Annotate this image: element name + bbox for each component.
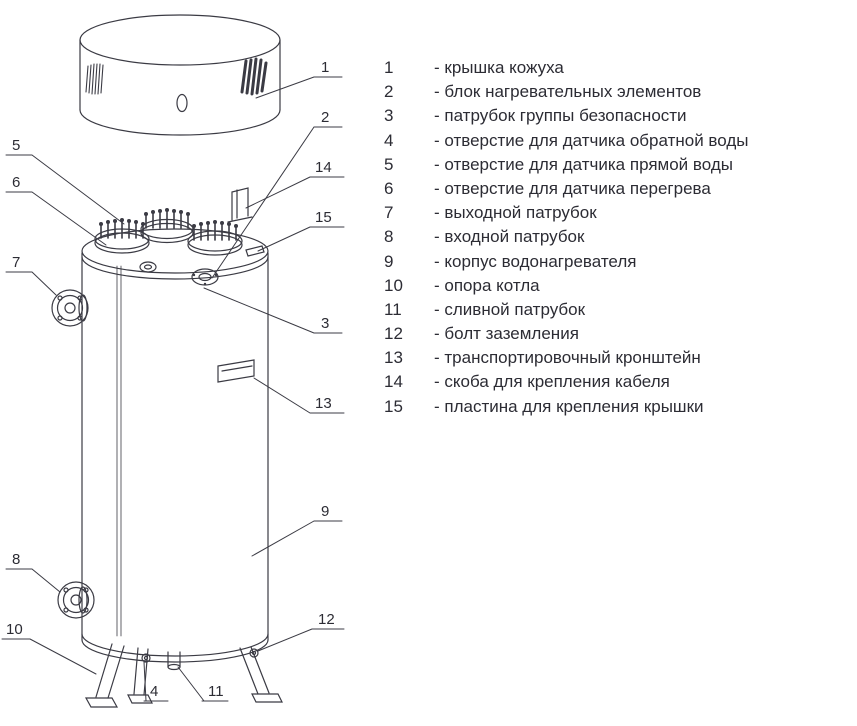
legend-item: 13 - транспортировочный кронштейн (384, 347, 849, 371)
legend-item: 4 - отверстие для датчика обратной воды (384, 130, 849, 154)
inlet-pipe-flange (57, 581, 95, 619)
legend-item-number: 4 (384, 130, 394, 150)
transport-bracket (217, 359, 255, 383)
legend-item-label: - пластина для крепления крышки (434, 396, 704, 416)
legend-item-number: 5 (384, 154, 394, 174)
callout-12: 12 (257, 611, 345, 652)
callout-10: 10 (1, 621, 97, 675)
callout-5: 5 (5, 137, 125, 225)
legend-item-label: - корпус водонагревателя (434, 251, 637, 271)
callout-13: 13 (253, 377, 345, 414)
cover-vent-left (85, 63, 104, 95)
callout-15: 15 (257, 209, 345, 252)
legend-item-label: - опора котла (434, 275, 540, 295)
legend-item: 8 - входной патрубок (384, 226, 849, 250)
ground-bolt (249, 648, 259, 658)
legend-item-label: - патрубок группы безопасности (434, 106, 687, 126)
cable-clip (227, 187, 253, 223)
callout-label-8: 8 (12, 551, 20, 568)
legend-item: 14 - скоба для крепления кабеля (384, 371, 849, 395)
legend-item-label: - крышка кожуха (434, 58, 564, 77)
legend-item-label: - скоба для крепления кабеля (434, 372, 670, 392)
legend-item: 9 - корпус водонагревателя (384, 251, 849, 275)
outlet-pipe-flange (51, 289, 89, 327)
cover-fastening-plate (245, 245, 265, 257)
legend-item-label: - отверстие для датчика перегрева (434, 178, 711, 198)
legend-item-number: 2 (384, 82, 394, 102)
legend-item-number: 11 (384, 299, 402, 319)
legend-item-number: 13 (384, 348, 403, 368)
legend-item: 7 - выходной патрубок (384, 202, 849, 226)
legend-item: 5 - отверстие для датчика прямой воды (384, 154, 849, 178)
legend-item: 10 - опора котла (384, 275, 849, 299)
callouts: 1 2 14 15 3 13 (1, 59, 345, 702)
legend-item-label: - отверстие для датчика прямой воды (434, 154, 733, 174)
legend-item: 12 - болт заземления (384, 323, 849, 347)
cover-shape (79, 14, 281, 136)
boiler-technical-drawing: 1 2 14 15 3 13 (1, 14, 345, 708)
legend-item: 6 - отверстие для датчика перегрева (384, 178, 849, 202)
callout-1: 1 (255, 59, 343, 99)
legend-item-number: 1 (384, 58, 394, 77)
callout-8: 8 (5, 551, 61, 593)
legend-item-label: - болт заземления (434, 324, 579, 344)
callout-label-1: 1 (321, 59, 329, 76)
callout-6: 6 (5, 174, 107, 246)
legend-item: 11 - сливной патрубок (384, 299, 849, 323)
callout-label-12: 12 (318, 611, 335, 628)
dip-tube (116, 265, 122, 637)
heating-block-right (187, 220, 243, 256)
legend-item-label: - блок нагревательных элементов (434, 82, 702, 102)
callout-label-9: 9 (321, 503, 329, 520)
callout-label-4: 4 (150, 683, 158, 700)
legend-item: 3 - патрубок группы безопасности (384, 105, 849, 129)
legend-item-number: 3 (384, 106, 394, 126)
callout-4: 4 (143, 661, 169, 702)
cover-handle (176, 93, 188, 113)
legend-item-label: - транспортировочный кронштейн (434, 348, 701, 368)
legend-item-label: - сливной патрубок (434, 299, 586, 319)
legend-item-number: 8 (384, 227, 394, 247)
callout-label-14: 14 (315, 159, 332, 176)
legend-item-number: 12 (384, 324, 403, 344)
callout-label-2: 2 (321, 109, 329, 126)
drain-stub (167, 651, 181, 671)
callout-3: 3 (203, 287, 343, 334)
callout-label-13: 13 (315, 395, 332, 412)
callout-2: 2 (211, 109, 343, 279)
legend-item: 1 - крышка кожуха (384, 57, 849, 81)
cover-vent-right (240, 57, 268, 96)
legend-item-label: - отверстие для датчика обратной воды (434, 130, 749, 150)
legend-item: 15 - пластина для крепления крышки (384, 396, 849, 420)
legend-item-number: 9 (384, 251, 394, 271)
safety-group-port (139, 261, 219, 286)
legend-item-label: - входной патрубок (434, 227, 585, 247)
heating-block-left (94, 218, 150, 254)
callout-label-10: 10 (6, 621, 23, 638)
callout-label-11: 11 (208, 683, 224, 700)
legend-item-number: 15 (384, 396, 403, 416)
legend-item-number: 10 (384, 275, 403, 295)
return-sensor-opening (141, 653, 151, 663)
heating-block-middle (140, 208, 194, 244)
legend-item-number: 6 (384, 178, 394, 198)
legend-item: 2 - блок нагревательных элементов (384, 81, 849, 105)
heating-element-blocks (94, 208, 243, 256)
callout-11: 11 (177, 666, 229, 702)
legend-item-number: 14 (384, 372, 403, 392)
tank-body (81, 228, 269, 663)
callout-label-3: 3 (321, 315, 329, 332)
callout-label-5: 5 (12, 137, 20, 154)
callout-label-15: 15 (315, 209, 332, 226)
callout-label-7: 7 (12, 254, 20, 271)
callout-14: 14 (245, 159, 345, 209)
callout-label-6: 6 (12, 174, 20, 191)
callout-9: 9 (251, 503, 343, 557)
legend-item-number: 7 (384, 203, 394, 223)
legend-item-label: - выходной патрубок (434, 203, 597, 223)
callout-7: 7 (5, 254, 57, 296)
legend: 1 - крышка кожуха 2 - блок нагревательны… (384, 57, 849, 420)
